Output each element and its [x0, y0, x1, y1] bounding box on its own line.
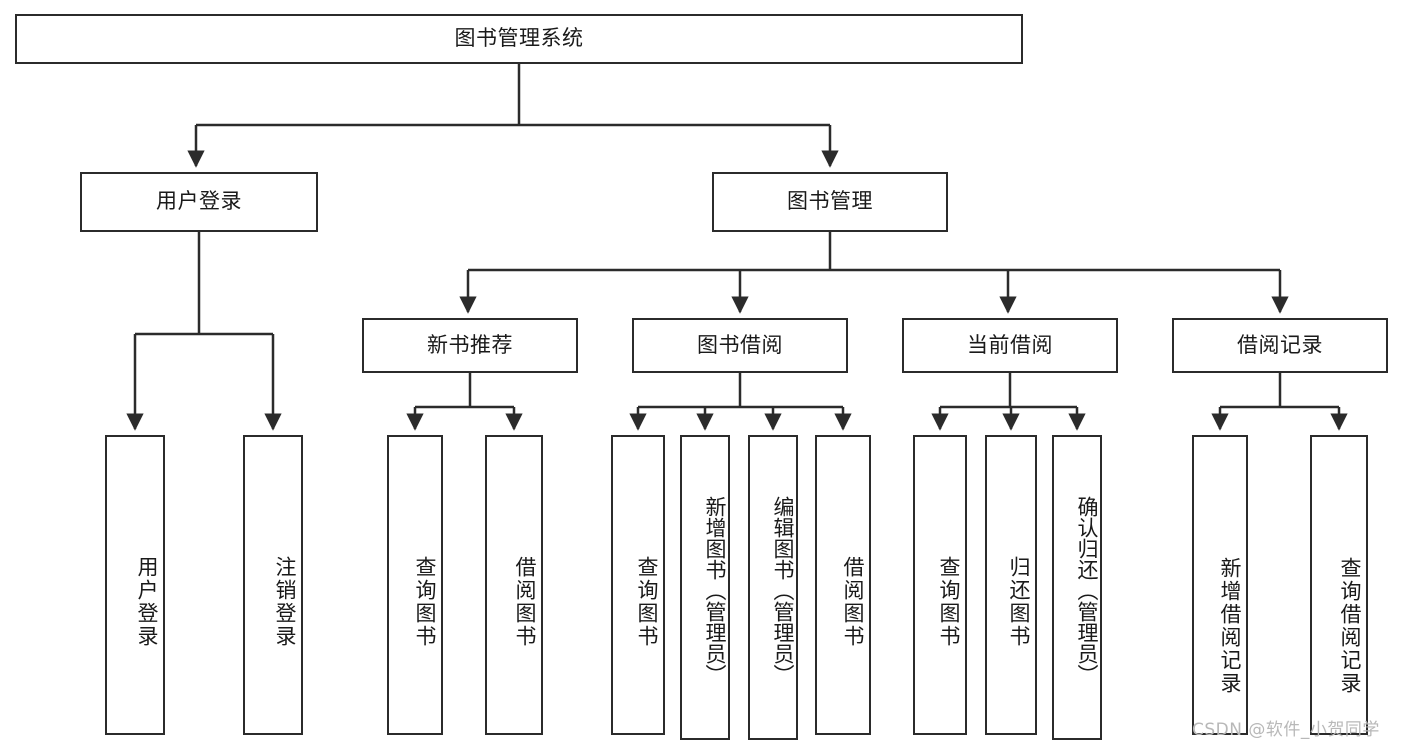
- leaf-add-book-admin[interactable]: 新增图书（管理员）: [680, 435, 730, 740]
- leaf-edit-book-admin[interactable]: 编辑图书（管理员）: [748, 435, 798, 740]
- leaf-query-borrow-record[interactable]: 查询借阅记录: [1310, 435, 1368, 735]
- node-borrow-record[interactable]: 借阅记录: [1172, 318, 1388, 373]
- leaf-add-borrow-record[interactable]: 新增借阅记录: [1192, 435, 1248, 735]
- leaf-user-login[interactable]: 用户登录: [105, 435, 165, 735]
- leaf-query-book-recommend[interactable]: 查询图书: [387, 435, 443, 735]
- leaf-borrow-book-recommend[interactable]: 借阅图书: [485, 435, 543, 735]
- leaf-confirm-return-admin[interactable]: 确认归还（管理员）: [1052, 435, 1102, 740]
- leaf-query-book-current[interactable]: 查询图书: [913, 435, 967, 735]
- leaf-return-book[interactable]: 归还图书: [985, 435, 1037, 735]
- csdn-watermark: CSDN @软件_小贺同学: [1192, 720, 1380, 740]
- node-book-manage[interactable]: 图书管理: [712, 172, 948, 232]
- node-new-book-recommend[interactable]: 新书推荐: [362, 318, 578, 373]
- leaf-borrow-book[interactable]: 借阅图书: [815, 435, 871, 735]
- leaf-logout[interactable]: 注销登录: [243, 435, 303, 735]
- node-book-borrow[interactable]: 图书借阅: [632, 318, 848, 373]
- node-root[interactable]: 图书管理系统: [15, 14, 1023, 64]
- node-user-login[interactable]: 用户登录: [80, 172, 318, 232]
- leaf-query-book-borrow[interactable]: 查询图书: [611, 435, 665, 735]
- node-current-borrow[interactable]: 当前借阅: [902, 318, 1118, 373]
